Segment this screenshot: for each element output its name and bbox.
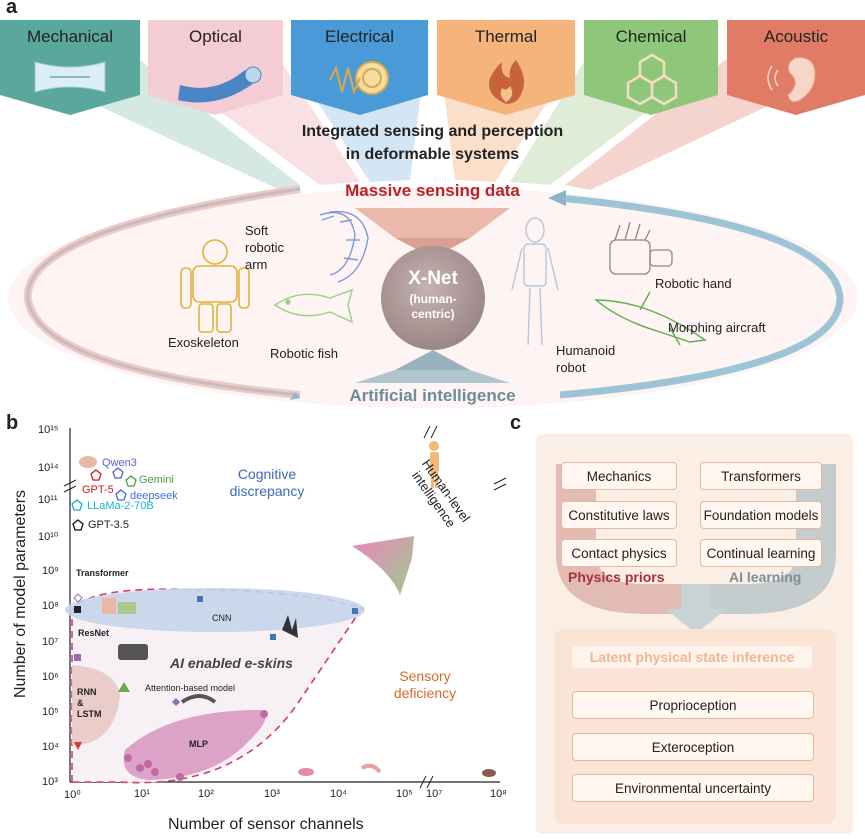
label-optical: Optical: [189, 27, 242, 46]
exoskeleton-illustration: [180, 239, 250, 333]
tile-chemical: [584, 20, 718, 115]
mechanical-stretch-icon: [34, 61, 106, 93]
humanoid-illustration: [511, 217, 559, 346]
physics-item-mechanics: Mechanics: [561, 462, 677, 490]
llm-qwen3: Qwen3: [102, 457, 137, 469]
xtick-4: 10⁴: [330, 788, 347, 800]
xtick-5: 10⁵: [396, 788, 413, 800]
optical-fiber-icon: [178, 66, 262, 103]
label-chemical: Chemical: [615, 27, 687, 46]
panel-b-chart: [63, 425, 507, 789]
ai-item-continual: Continual learning: [700, 539, 822, 567]
xtick-7: 10⁷: [426, 788, 443, 800]
xnet-subtitle: (human-centric): [409, 292, 457, 321]
integrated-line2: in deformable systems: [345, 146, 520, 163]
x-axis-label: Number of sensor channels: [168, 816, 364, 833]
ytick-5: 10⁵: [42, 706, 59, 718]
latent-state-label: Latent physical state inference: [572, 646, 812, 668]
hexagon-molecule-icon: [626, 53, 678, 106]
soft-robotic-arm-illustration: [319, 210, 369, 283]
electrical-coil-icon: [329, 61, 389, 96]
llm-gpt35: GPT-3.5: [88, 519, 129, 531]
morphing-aircraft-label: Morphing aircraft: [668, 320, 766, 335]
panel-a-graphic: [0, 20, 865, 408]
ytick-4: 10⁴: [42, 741, 59, 753]
panel-c-letter: c: [510, 412, 522, 434]
attention-label: Attention-based model: [145, 683, 236, 693]
xtick-8: 10⁸: [490, 788, 507, 800]
output-exteroception: Exteroception: [572, 733, 814, 761]
ytick-15: 10¹⁵: [38, 424, 59, 436]
xnet-circle: [381, 246, 485, 350]
ear-icon: [767, 57, 816, 103]
ytick-10: 10¹⁰: [38, 531, 59, 543]
ai-item-foundation: Foundation models: [700, 501, 822, 529]
label-electrical: Electrical: [325, 27, 394, 46]
robotic-fish-illustration: [273, 288, 354, 324]
humanoid-label: Humanoid robot: [556, 343, 616, 375]
ytick-6: 10⁶: [42, 671, 59, 683]
massive-sensing-data: Massive sensing data: [345, 181, 520, 200]
label-mechanical: Mechanical: [27, 27, 113, 46]
flame-icon: [489, 60, 524, 104]
physics-priors-label: Physics priors: [568, 569, 665, 585]
ai-item-transformers: Transformers: [700, 462, 822, 490]
ai-learning-label: AI learning: [729, 569, 802, 585]
resnet-label: ResNet: [78, 628, 110, 638]
cnn-label: CNN: [212, 613, 232, 623]
sensory-deficiency: Sensory deficiency: [393, 668, 457, 701]
transformer-label: Transformer: [76, 568, 129, 578]
panel-a-letter: a: [6, 0, 18, 18]
cognitive-discrepancy: Cognitive discrepancy: [229, 466, 305, 499]
integrated-line1: Integrated sensing and perception: [301, 123, 564, 140]
exoskeleton-label: Exoskeleton: [168, 335, 239, 350]
xtick-3: 10³: [264, 788, 280, 800]
xtick-0: 10⁰: [64, 789, 81, 801]
physics-item-constitutive: Constitutive laws: [561, 501, 677, 529]
llm-llama: LLaMa-2-70B: [87, 500, 154, 512]
llm-deepseek: deepseek: [130, 490, 178, 502]
artificial-intelligence: Artificial intelligence: [349, 386, 516, 405]
ai-eskins-label: AI enabled e-skins: [170, 655, 293, 671]
physics-item-contact: Contact physics: [561, 539, 677, 567]
xnet-title: X-Net: [408, 268, 458, 289]
ytick-11: 10¹¹: [38, 494, 58, 506]
output-proprioception: Proprioception: [572, 691, 814, 719]
label-acoustic: Acoustic: [763, 27, 829, 46]
rnn-lstm-label: RNN & LSTM: [77, 687, 102, 719]
ytick-7: 10⁷: [42, 636, 59, 648]
soft-arm-label: Soft robotic arm: [245, 223, 285, 272]
output-environmental: Environmental uncertainty: [572, 774, 814, 802]
llm-gemini: Gemini: [139, 474, 174, 486]
ytick-3: 10³: [42, 776, 58, 788]
y-axis-label: Number of model parameters: [12, 489, 29, 699]
mlp-label: MLP: [189, 739, 208, 749]
robotic-hand-label: Robotic hand: [655, 276, 732, 291]
panel-b-letter: b: [6, 412, 19, 434]
label-thermal: Thermal: [474, 27, 538, 46]
fish-label: Robotic fish: [270, 346, 338, 361]
ytick-8: 10⁸: [42, 600, 59, 612]
loop-right-arc: [559, 194, 844, 399]
morphing-aircraft-illustration: [594, 291, 707, 346]
llm-gpt5: GPT-5: [82, 484, 114, 496]
xtick-2: 10²: [198, 788, 214, 800]
xtick-1: 10¹: [134, 788, 150, 800]
ytick-14: 10¹⁴: [38, 462, 59, 474]
robotic-hand-illustration: [609, 221, 673, 275]
tile-thermal: [437, 20, 575, 115]
ytick-9: 10⁹: [42, 565, 59, 577]
